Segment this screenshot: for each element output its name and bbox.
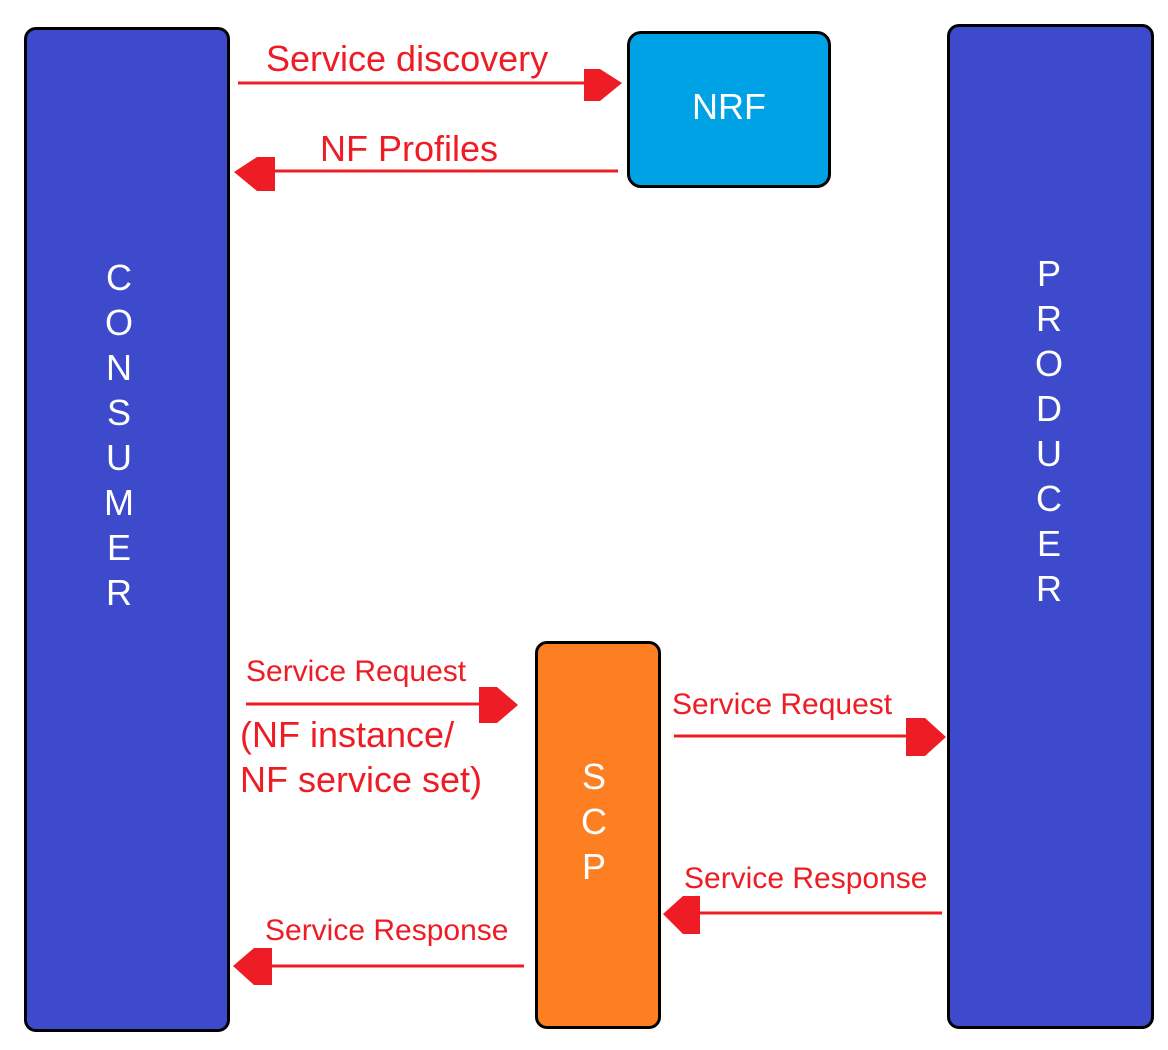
producer-label: P R O D U C E R <box>1019 251 1079 611</box>
service-request-label: Service Request <box>672 688 893 721</box>
service-response-label: Service Response <box>265 914 509 947</box>
producer-letter: O <box>1034 343 1063 384</box>
consumer-letter: M <box>104 482 134 523</box>
service-request-detail-line: (NF instance/ <box>240 714 455 755</box>
arrowhead-right-icon <box>584 69 622 101</box>
service-request-arrow <box>246 687 518 723</box>
producer-letter: D <box>1036 388 1062 429</box>
producer-letter: C <box>1036 478 1062 519</box>
consumer-letter: N <box>106 347 132 388</box>
consumer-letter: S <box>106 392 131 433</box>
service-response-label: Service Response <box>684 862 928 895</box>
consumer-letter: O <box>104 302 133 343</box>
arrowhead-left-icon <box>234 157 275 191</box>
nrf-label: NRF <box>692 86 766 127</box>
scp-box <box>535 641 661 1029</box>
nf-profiles-arrow <box>234 157 618 191</box>
service-discovery-label: Service discovery <box>266 38 549 79</box>
service-request-arrow <box>674 718 946 756</box>
consumer-letter: C <box>106 257 132 298</box>
service-request-detail: (NF instance/ NF service set) <box>240 712 482 802</box>
producer-letter: R <box>1036 568 1062 609</box>
producer-letter: P <box>1036 253 1061 294</box>
service-discovery-arrow <box>238 69 622 101</box>
service-request-label: Service Request <box>246 655 467 688</box>
producer-letter: R <box>1036 298 1062 339</box>
consumer-label: C O N S U M E R <box>89 255 149 615</box>
nrf-box <box>627 31 831 188</box>
nf-profiles-label: NF Profiles <box>320 128 499 169</box>
arrowhead-right-icon <box>906 718 946 756</box>
arrowhead-left-icon <box>233 948 272 985</box>
service-response-arrow <box>233 948 524 985</box>
producer-letter: E <box>1036 523 1061 564</box>
consumer-box <box>24 27 230 1032</box>
scp-letter: S <box>581 756 606 797</box>
consumer-letter: R <box>106 572 132 613</box>
producer-letter: U <box>1036 433 1062 474</box>
consumer-letter: U <box>106 437 132 478</box>
scp-letter: P <box>581 846 606 887</box>
arrowhead-left-icon <box>663 896 700 934</box>
scp-label: S C P <box>564 754 624 889</box>
producer-box <box>947 24 1154 1029</box>
arrowhead-right-icon <box>479 687 518 723</box>
scp-letter: C <box>581 801 607 842</box>
service-request-detail-line: NF service set) <box>240 759 483 800</box>
consumer-letter: E <box>106 527 131 568</box>
service-response-arrow <box>663 896 942 934</box>
